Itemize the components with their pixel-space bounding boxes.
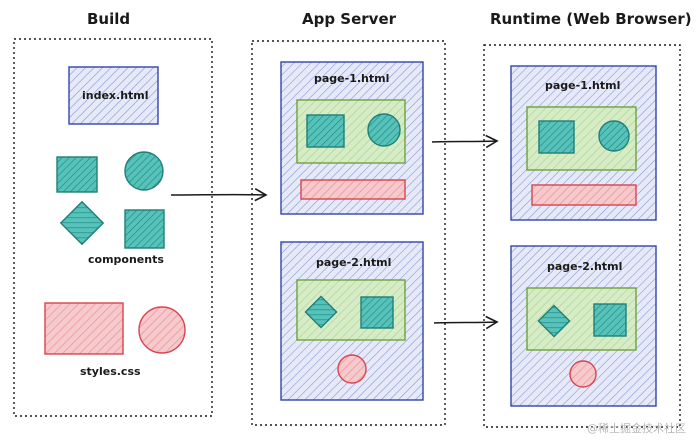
server-page-1-label: page-1.html: [314, 72, 390, 85]
arrow-server-page-2-to-runtime: [433, 315, 499, 330]
server-page-2-square: [360, 296, 394, 329]
runtime-page-2-label: page-2.html: [547, 260, 623, 273]
watermark-text: @稀土掘金技术社区: [587, 422, 686, 435]
build-heading: Build: [87, 10, 131, 28]
runtime-page-2-square: [593, 303, 627, 337]
runtime-page-1-red-bar: [531, 184, 637, 206]
server-page-1-square: [306, 114, 345, 148]
styles-css-label: styles.css: [80, 365, 141, 378]
runtime-page-1-square: [538, 120, 575, 154]
runtime-column-frame: [483, 44, 681, 428]
app-server-heading: App Server: [302, 10, 397, 28]
runtime-page-2-red-circle: [569, 360, 597, 388]
server-page-2-red-circle: [337, 354, 367, 384]
server-page-2-diamond: [304, 295, 338, 329]
server-page-2-label: page-2.html: [316, 256, 392, 269]
styles-circle: [138, 306, 186, 354]
components-label: components: [88, 253, 164, 266]
build-column-frame: [13, 38, 213, 417]
server-page-1-red-bar: [300, 179, 406, 200]
component-diamond: [59, 200, 105, 246]
index-html-box: [68, 66, 159, 125]
arrow-server-page-1-to-runtime: [431, 134, 499, 149]
runtime-page-2-diamond: [537, 304, 571, 338]
runtime-page-1-label: page-1.html: [545, 79, 621, 92]
app-server-column-frame: [251, 40, 446, 426]
server-page-1-circle: [367, 113, 401, 147]
runtime-heading: Runtime (Web Browser): [490, 10, 692, 28]
component-square-2: [124, 209, 165, 249]
runtime-page-1-circle: [598, 120, 630, 152]
styles-rect: [44, 302, 124, 355]
index-html-label: index.html: [82, 89, 149, 102]
component-circle: [124, 151, 164, 191]
component-square-1: [56, 156, 98, 193]
